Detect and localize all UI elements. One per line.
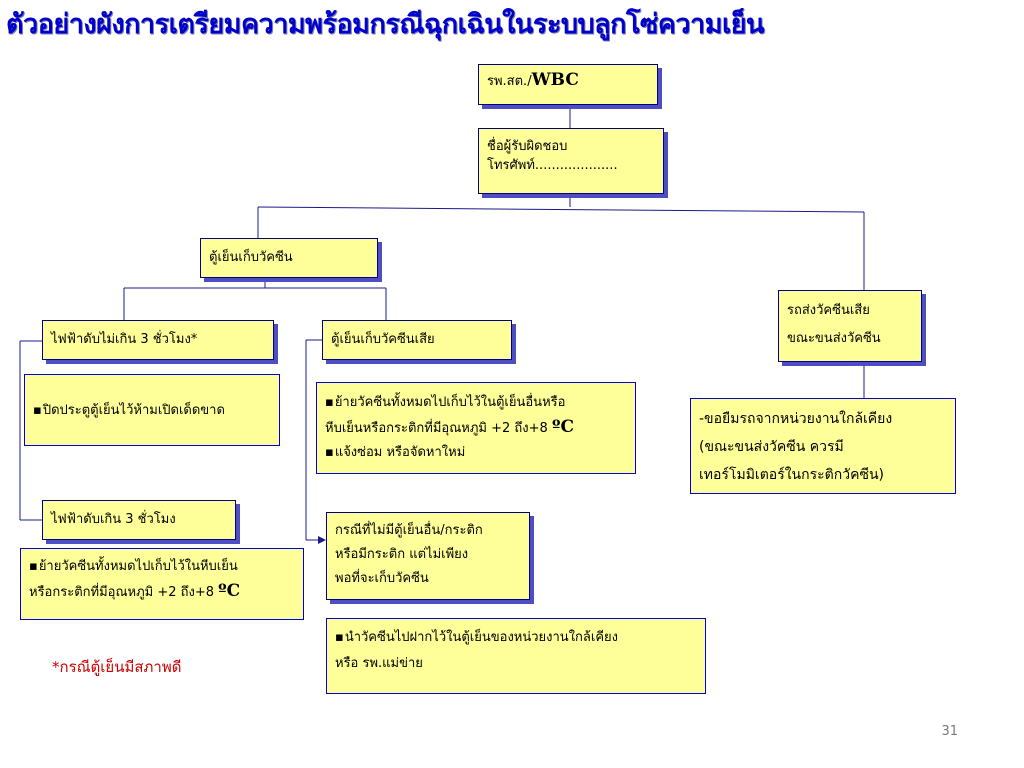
broken-fridge-label: ตู้เย็นเก็บวัคซีนเสีย (331, 332, 435, 347)
truck-line2: ขณะขนส่งวัคซีน (787, 331, 881, 346)
broken-fridge-box: ตู้เย็นเก็บวัคซีนเสีย (322, 320, 512, 360)
no-storage-box: กรณีที่ไม่มีตู้เย็นอื่น/กระติก หรือมีกระ… (326, 512, 530, 600)
footnote: *กรณีตู้เย็นมีสภาพดี (52, 658, 182, 676)
truck-action-line1: -ขอยืมรถจากหน่วยงานใกล้เคียง (699, 411, 893, 427)
truck-box: รถส่งวัคซีนเสีย ขณะขนส่งวัคซีน (778, 290, 922, 362)
outage-long-action-unit: ºC (218, 581, 241, 601)
fridge-label: ตู้เย็นเก็บวัคซีน (209, 250, 293, 265)
no-storage-line2: หรือมีกระติก แต่ไม่เพียง (335, 547, 469, 562)
facility-label: รพ.สต./ (487, 74, 532, 89)
contact-phone-line: โทรศัพท์.................... (487, 158, 618, 173)
broken-fridge-action-temp: หีบเย็นหรือกระติกที่มีอุณหภูมิ +2 ถึง+8 (325, 421, 552, 436)
contact-name-line: ชื่อผู้รับผิดชอบ (487, 139, 568, 154)
facility-box: รพ.สต./WBC (478, 64, 658, 105)
outage-long-action-box: ย้ายวัคซีนทั้งหมดไปเก็บไว้ในหีบเย็น หรือ… (20, 548, 304, 620)
outage-short-label: ไฟฟ้าดับไม่เกิน 3 ชั่วโมง* (51, 332, 198, 347)
outage-long-action-temp: หรือกระติกที่มีอุณหภูมิ +2 ถึง+8 (29, 585, 219, 600)
broken-fridge-action-line3: แจ้งซ่อม หรือจัดหาใหม่ (325, 441, 627, 465)
contact-box: ชื่อผู้รับผิดชอบ โทรศัพท์...............… (478, 128, 664, 194)
outage-short-action-box: ปิดประตูตู้เย็นไว้ห้ามเปิดเด็ดขาด (24, 374, 280, 446)
truck-line1: รถส่งวัคซีนเสีย (787, 303, 870, 318)
page-title: ตัวอย่างผังการเตรียมความพร้อมกรณีฉุกเฉิน… (6, 9, 765, 40)
broken-fridge-action-line1: ย้ายวัคซีนทั้งหมดไปเก็บไว้ในตู้เย็นอื่นห… (325, 391, 627, 415)
broken-fridge-action-unit: ºC (551, 417, 574, 437)
outage-long-label: ไฟฟ้าดับเกิน 3 ชั่วโมง (51, 512, 176, 527)
broken-fridge-action-box: ย้ายวัคซีนทั้งหมดไปเก็บไว้ในตู้เย็นอื่นห… (316, 382, 636, 474)
broken-fridge-action-line2: หีบเย็นหรือกระติกที่มีอุณหภูมิ +2 ถึง+8 … (325, 415, 627, 441)
no-storage-line3: พอที่จะเก็บวัคซีน (335, 571, 429, 586)
page-number: 31 (941, 724, 958, 739)
outage-long-box: ไฟฟ้าดับเกิน 3 ชั่วโมง (42, 500, 236, 540)
outage-short-action-text: ปิดประตูตู้เย็นไว้ห้ามเปิดเด็ดขาด (33, 401, 271, 420)
no-storage-action-box: นำวัคซีนไปฝากไว้ในตู้เย็นของหน่วยงานใกล้… (326, 618, 706, 694)
truck-action-box: -ขอยืมรถจากหน่วยงานใกล้เคียง (ขณะขนส่งวั… (690, 398, 956, 494)
no-storage-action-line2: หรือ รพ.แม่ข่าย (335, 656, 423, 671)
outage-short-box: ไฟฟ้าดับไม่เกิน 3 ชั่วโมง* (42, 320, 274, 360)
facility-emph: WBC (531, 70, 579, 90)
truck-action-line3: เทอร์โมมิเตอร์ในกระติกวัคซีน) (699, 467, 884, 483)
truck-action-line2: (ขณะขนส่งวัคซีน ควรมี (699, 439, 844, 455)
outage-long-action-line2: หรือกระติกที่มีอุณหภูมิ +2 ถึง+8 ºC (29, 579, 295, 605)
outage-long-action-line1: ย้ายวัคซีนทั้งหมดไปเก็บไว้ในหีบเย็น (29, 555, 295, 579)
no-storage-action-line1: นำวัคซีนไปฝากไว้ในตู้เย็นของหน่วยงานใกล้… (335, 625, 697, 651)
no-storage-line1: กรณีที่ไม่มีตู้เย็นอื่น/กระติก (335, 523, 483, 538)
fridge-box: ตู้เย็นเก็บวัคซีน (200, 238, 378, 278)
